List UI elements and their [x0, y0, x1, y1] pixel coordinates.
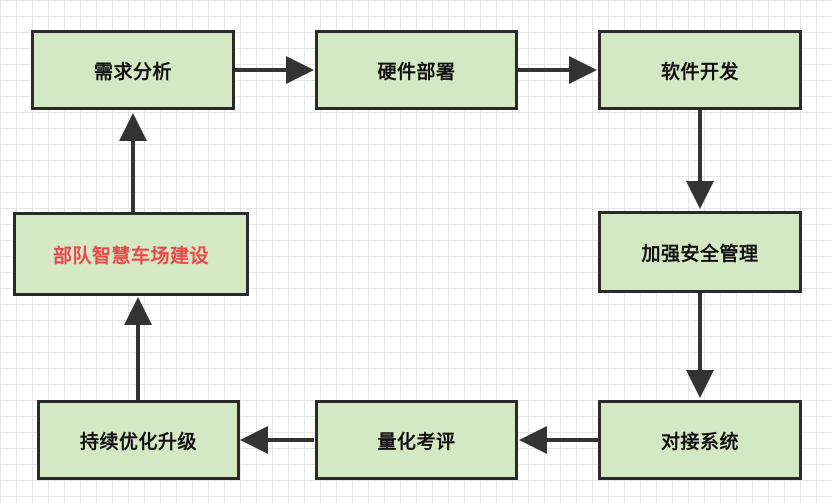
node-smart-vehicle-yard: 部队智慧车场建设	[13, 212, 249, 296]
node-quantitative-evaluation: 量化考评	[315, 400, 518, 480]
node-label: 软件开发	[660, 60, 739, 83]
node-demand-analysis: 需求分析	[31, 30, 235, 110]
node-system-integration: 对接系统	[598, 400, 802, 480]
node-continuous-upgrade: 持续优化升级	[37, 400, 240, 480]
node-label: 加强安全管理	[641, 242, 759, 265]
node-label: 对接系统	[660, 430, 739, 453]
node-software-development: 软件开发	[598, 30, 802, 110]
node-label: 硬件部署	[377, 60, 456, 83]
node-hardware-deployment: 硬件部署	[315, 30, 518, 110]
node-label: 持续优化升级	[79, 430, 197, 453]
node-security-management: 加强安全管理	[598, 211, 802, 293]
node-label: 量化考评	[377, 430, 456, 453]
node-label: 需求分析	[93, 60, 172, 83]
node-label-highlighted: 部队智慧车场建设	[52, 244, 209, 267]
